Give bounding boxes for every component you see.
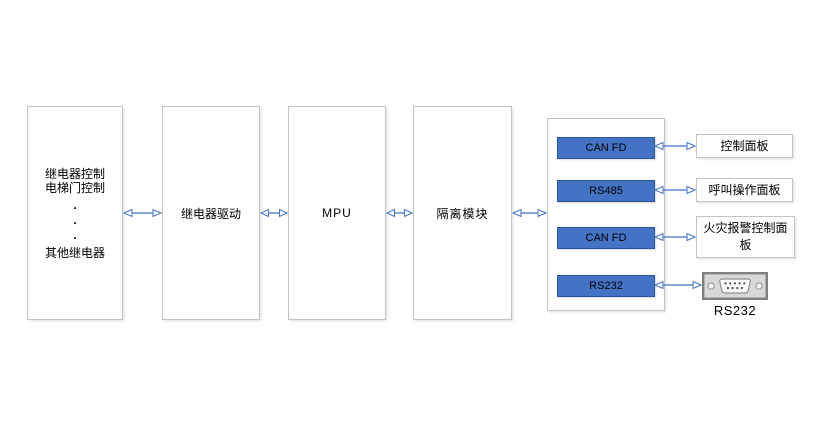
call-operation-panel-label: 呼叫操作面板	[708, 182, 781, 197]
relay-control-label: 继电器控制	[44, 166, 105, 181]
block-isolation-module: 隔离模块	[413, 106, 512, 320]
fire-alarm-panel-label: 火灾报警控制面板	[703, 221, 788, 252]
dot: .	[73, 212, 77, 227]
ellipsis-dots: . . .	[73, 198, 76, 243]
interface-bar-canfd-1: CAN FD	[557, 137, 655, 159]
interface-bar-rs232: RS232	[557, 275, 655, 297]
control-panel-label: 控制面板	[720, 138, 769, 153]
rs232-bar-label: RS232	[589, 280, 623, 292]
arrow-canfd2-fire-panel	[654, 232, 696, 242]
arrow-rs232-connector	[654, 280, 702, 290]
canfd-1-label: CAN FD	[585, 142, 627, 154]
block-interface-module: CAN FD RS485 CAN FD RS232	[547, 118, 665, 311]
rs232-connector-label: RS232	[713, 303, 757, 318]
panel-control: 控制面板	[696, 134, 793, 158]
arrow-driver-mpu	[260, 208, 288, 218]
panel-call-operation: 呼叫操作面板	[696, 178, 793, 202]
block-mpu: MPU	[288, 106, 386, 320]
elevator-door-control-label: 电梯门控制	[44, 180, 105, 195]
block-relay-outputs: 继电器控制 电梯门控制 . . . 其他继电器	[27, 106, 123, 320]
rs485-label: RS485	[589, 185, 623, 197]
dot: .	[73, 227, 77, 242]
arrow-mpu-isolation	[386, 208, 413, 218]
isolation-module-label: 隔离模块	[436, 206, 489, 221]
relay-driver-label: 继电器驱动	[180, 206, 241, 221]
db9-pins	[724, 282, 746, 290]
arrow-canfd1-control-panel	[654, 141, 696, 151]
panel-fire-alarm: 火灾报警控制面板	[696, 216, 795, 258]
arrow-isolation-interface	[512, 208, 547, 218]
relay-outputs-text: 继电器控制 电梯门控制 . . . 其他继电器	[45, 167, 105, 260]
interface-bar-rs485: RS485	[557, 180, 655, 202]
db9-connector-icon	[702, 272, 768, 300]
interface-bar-canfd-2: CAN FD	[557, 227, 655, 249]
arrow-relay-outputs-driver	[123, 208, 162, 218]
other-relays-label: 其他继电器	[44, 245, 105, 260]
arrow-rs485-call-panel	[654, 185, 696, 195]
dot: .	[73, 197, 77, 212]
mpu-label: MPU	[322, 206, 352, 220]
canfd-2-label: CAN FD	[585, 232, 627, 244]
block-relay-driver: 继电器驱动	[162, 106, 260, 320]
